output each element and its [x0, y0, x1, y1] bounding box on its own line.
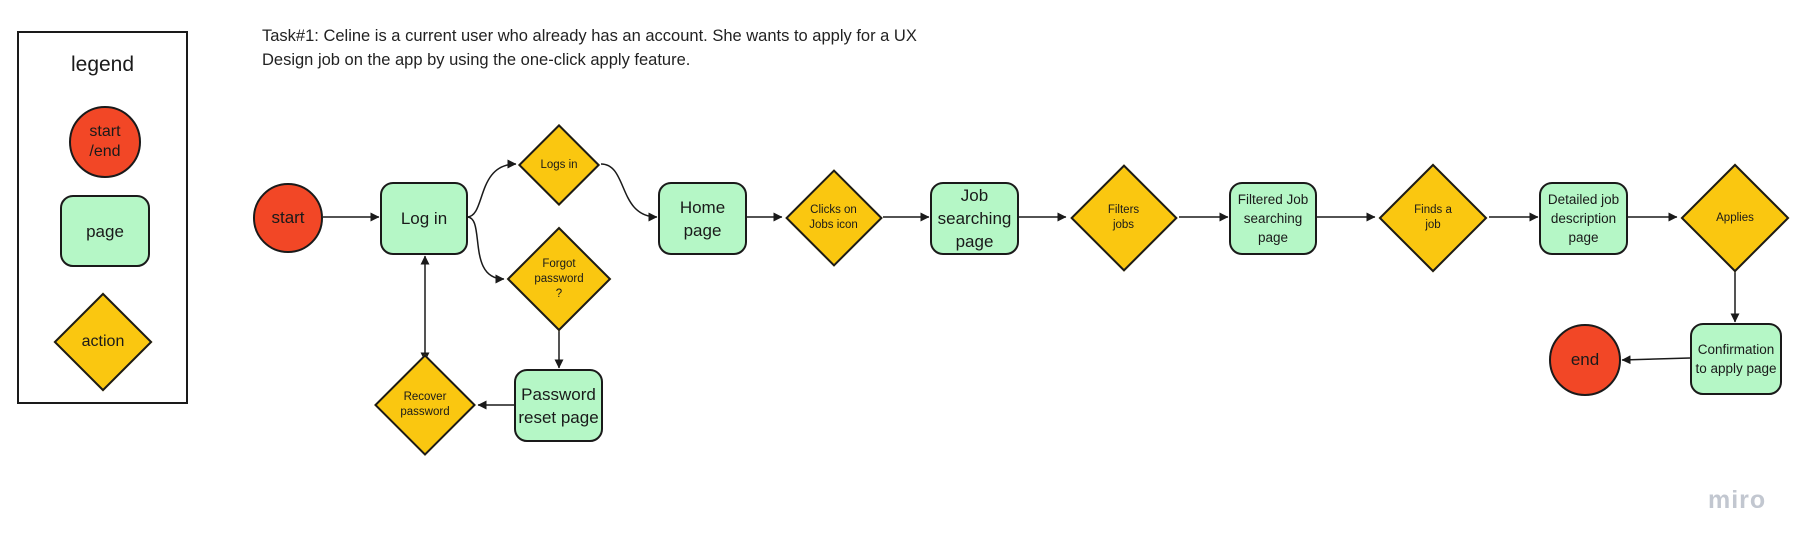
legend-terminal-item: start /end: [69, 106, 141, 178]
edge-logs-in-to-home: [600, 163, 658, 222]
legend-page-item: page: [60, 195, 150, 267]
log-in-page-node: Log in: [380, 182, 468, 255]
clicks-jobs-icon-action-node: Clicks on Jobs icon: [783, 169, 884, 267]
miro-watermark: miro: [1708, 486, 1767, 514]
filtered-job-searching-page-node: Filtered Job searching page: [1229, 182, 1317, 255]
filters-jobs-action-node: Filters jobs: [1067, 163, 1180, 272]
end-node: end: [1549, 324, 1621, 396]
detailed-job-description-page-node: Detailed job description page: [1539, 182, 1628, 255]
recover-password-action-node: Recover password: [371, 354, 479, 456]
home-page-node: Home page: [658, 182, 747, 255]
confirmation-page-node: Confirmation to apply page: [1690, 323, 1782, 395]
legend-title: legend: [70, 53, 135, 76]
password-reset-page-node: Password reset page: [514, 369, 603, 442]
legend-action-item: action: [53, 292, 153, 392]
start-node: start: [253, 183, 323, 253]
edge-log-in-to-logs-in: [466, 159, 517, 218]
applies-action-node: Applies: [1678, 163, 1792, 273]
edge-log-in-to-forgot-password: [466, 216, 505, 284]
task-description: Task#1: Celine is a current user who alr…: [262, 27, 917, 69]
legend-panel: legend start /end page action: [17, 31, 188, 404]
edge-confirmation-to-end: [1621, 355, 1691, 365]
job-searching-page-node: Job searching page: [930, 182, 1019, 255]
finds-job-action-node: Finds a job: [1376, 163, 1490, 273]
logs-in-action-node: Logs in: [516, 123, 602, 207]
forgot-password-action-node: Forgot password ?: [504, 226, 614, 332]
